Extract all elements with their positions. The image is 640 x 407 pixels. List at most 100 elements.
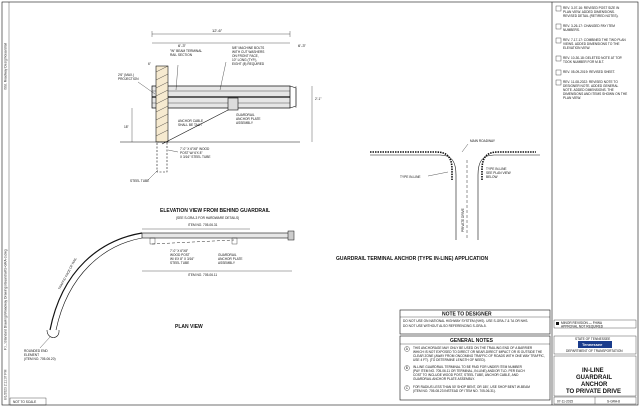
roadway-edge-left: [370, 154, 457, 240]
plan-item-bottom: ITEM NO. 705-06.11: [188, 273, 217, 277]
revision-5: REV. 05-09-2019: REVISED SHEET.: [563, 70, 615, 74]
plan-note-post-3: W/ 6'X 8" X 3/16": [170, 257, 194, 261]
elevation-subtitle: (SEE S-GRA-3 FOR HARDWARE DETAILS): [176, 216, 239, 220]
note-rail-line2: RAIL SECTION: [170, 53, 193, 57]
note-bolts-1: 5/8" MACHINE BOLTS: [232, 46, 264, 50]
note-projection-1: 2'6" (MAX.): [118, 73, 134, 77]
note-post-3: X 3/16" STEEL TUBE: [180, 155, 211, 159]
note-projection-2: PROJECTION: [118, 77, 139, 81]
note-post-1: 7'-0" X 6"X8" WOOD: [180, 147, 210, 151]
note-bolts-2: WITH CUT WASHERS: [232, 50, 264, 54]
general-note-b-4: GUARDRAIL ANCHOR PLATE ASSEMBLY.: [413, 377, 475, 381]
general-note-a-num: A: [406, 347, 409, 351]
general-note-c-2: (ITEM NO. 705-08.23 INSTEAD OF ITEM NO. …: [413, 389, 496, 393]
note-rail-line1: "W" BEAM TERMINAL: [170, 49, 202, 53]
not-to-scale-label: NOT TO SCALE: [13, 400, 36, 404]
revision-6-d: DIMENSIONS AND ITEMS SHOWN ON THE: [563, 92, 627, 96]
left-strip-text-3: \Std. Roadway Design\Guardrail: [4, 43, 8, 90]
plan-rail-curve-inner: [55, 237, 143, 331]
revision-3-a: REV. 7-17-17: COMBINED THE TWO PLAN: [563, 38, 626, 42]
department-label: DEPARTMENT OF TRANSPORTATION: [566, 349, 623, 353]
note-cable-2: SHALL BE TAUT: [178, 123, 202, 127]
minor-revision-2: APPROVAL NOT REQUIRED: [561, 324, 604, 328]
type-in-line-left: TYPE IN-LINE: [400, 175, 421, 179]
plan-rail-straight: [141, 232, 293, 239]
general-note-a-1: THIS ANCHORAGE MAY ONLY BE USED ON THE T…: [413, 346, 533, 350]
plan-view: ITEM NO. 705-06.31 7'-0" X 6"X8" WOOD PO…: [24, 223, 295, 361]
roadway-edge-right: [477, 154, 540, 240]
note-anchor-1: GUARDRAIL: [236, 113, 255, 117]
drawing-date: 07-11-2015: [557, 400, 573, 404]
general-note-c-1: FOR RADIUS LESS THAN 50' SHOP BENT, OR 1…: [413, 385, 530, 389]
type-in-line-right-1: TYPE IN-LINE: [486, 167, 507, 171]
plan-note-end-1: ROUNDED END: [24, 349, 48, 353]
general-note-c-num: C: [406, 386, 409, 390]
revision-3-c: ELEVATION VIEW.: [563, 46, 590, 50]
revision-4-a: REV. 10-30-18: DELETED NOTE AT TOP.: [563, 56, 622, 60]
plan-note-post-2: WOOD POST: [170, 253, 190, 257]
guardrail-left: [370, 151, 453, 180]
plan-note-anchor-1: GUARDRAIL: [218, 253, 237, 257]
revision-6-c: NOTE. ADDED DIMENSIONS. THE: [563, 88, 614, 92]
application-view: MAIN ROADWAY TYPE IN-LINE TYPE IN-LINE S…: [336, 139, 540, 262]
tdot-logo-text: Tennessee: [582, 342, 603, 347]
drawing-sheet-number: S-GRA-8: [607, 400, 620, 404]
revision-6-e: PLAN VIEW.: [563, 96, 581, 100]
steel-tube: [156, 141, 168, 173]
plan-note-post-4: STEEL TUBE: [170, 261, 189, 265]
dim-total-label: 12'-6": [212, 28, 223, 33]
general-notes-title: GENERAL NOTES: [450, 338, 494, 344]
note-post-2: POST W/ 6'X 8": [180, 151, 203, 155]
general-note-a-2: WHICH IS NOT EXPOSED TO DIRECT OR NEAR-D…: [413, 350, 542, 354]
note-to-designer-title: NOTE TO DESIGNER: [442, 312, 492, 318]
elevation-view: 12'-6" 6'-3" 6'-3" 18" 2'-1" 6" "W" BEAM: [118, 28, 321, 220]
left-strip-text-1: 8/1/2023 2:11:37 PM: [4, 369, 8, 400]
plan-rail-curve-outer: [49, 232, 143, 331]
main-roadway-label: MAIN ROADWAY: [470, 139, 496, 143]
drawing-title-3: ANCHOR: [581, 382, 608, 388]
plan-post-1: [149, 237, 156, 245]
anchor-plate: [227, 97, 239, 111]
revision-1-b: PLAN VIEW. ADDED DIMENSIONS.: [563, 10, 615, 14]
note-to-designer-line2: DO NOT USE WITHOUT ALSO REFERENCING S-GR…: [403, 324, 487, 328]
note-to-designer: NOTE TO DESIGNER DO NOT USE ON NATIONAL …: [399, 309, 551, 335]
minor-revision-1: MINOR REVISION — FHWA: [561, 321, 603, 325]
plan-anchor-plate: [287, 230, 295, 241]
plan-cable: [151, 239, 235, 245]
plan-note-anchor-3: ASSEMBLY: [218, 261, 236, 265]
anchor-cable: [161, 107, 233, 145]
drawing-title-2: GUARDRAIL: [576, 375, 612, 381]
note-to-designer-line1: DO NOT USE ON NATIONAL HIGHWAY SYSTEM (N…: [403, 319, 528, 323]
revision-2-a: REV. 3-26-17: CHANGED PAY ITEM: [563, 24, 615, 28]
note-anchor-2: ANCHOR PLATE: [236, 117, 261, 121]
general-note-b-2: (PAY ITEM NO. 705-06.11 OR TERMINAL, IN-…: [413, 369, 525, 373]
plan-note-end-3: (ITEM NO. 705-06.20): [24, 357, 56, 361]
private-drive-label: PRIVATE DRIVE: [461, 208, 465, 232]
revision-4-b: TOOK NUMBER FOR M.B.T.: [563, 60, 604, 64]
dim-right-height: 2'-1": [315, 97, 321, 101]
plan-title: PLAN VIEW: [175, 324, 203, 330]
revision-1-a: REV. 3-07-16: REVISED POST SIZE IN: [563, 6, 620, 10]
plan-note-post-1: 7'-0" X 6"X8": [170, 249, 188, 253]
note-bolts-4: 10" LONG (TYP.),: [232, 58, 257, 62]
plan-post-2: [231, 237, 238, 245]
guardrail-right: [481, 151, 536, 180]
type-in-line-right-2: SEE PLAN VIEW: [486, 171, 511, 175]
dim-left-label: 6'-3": [178, 43, 187, 48]
revision-1-c: REVISED DETAIL (RETIRED NOTES).: [563, 14, 619, 18]
note-cable-1: ANCHOR CABLE: [178, 119, 203, 123]
elevation-title: ELEVATION VIEW FROM BEHIND GUARDRAIL: [160, 208, 270, 214]
tdot-logo: [578, 341, 612, 348]
note-anchor-3: ASSEMBLY: [236, 121, 254, 125]
dim-post-top: 6": [148, 62, 151, 66]
general-note-a-4: USE 4 FT). (TO DETERMINE LENGTH OF NEED)…: [413, 358, 486, 362]
type-in-line-right-3: BELOW: [486, 175, 498, 179]
plan-rounded-end: [46, 329, 60, 338]
plan-item-top: ITEM NO. 705-06.31: [188, 223, 218, 227]
drawing-title-4: TO PRIVATE DRIVE: [566, 389, 621, 395]
note-bolts-5: EIGHT (8) REQUIRED: [232, 62, 265, 66]
dim-right-label: 6'-3": [298, 43, 307, 48]
